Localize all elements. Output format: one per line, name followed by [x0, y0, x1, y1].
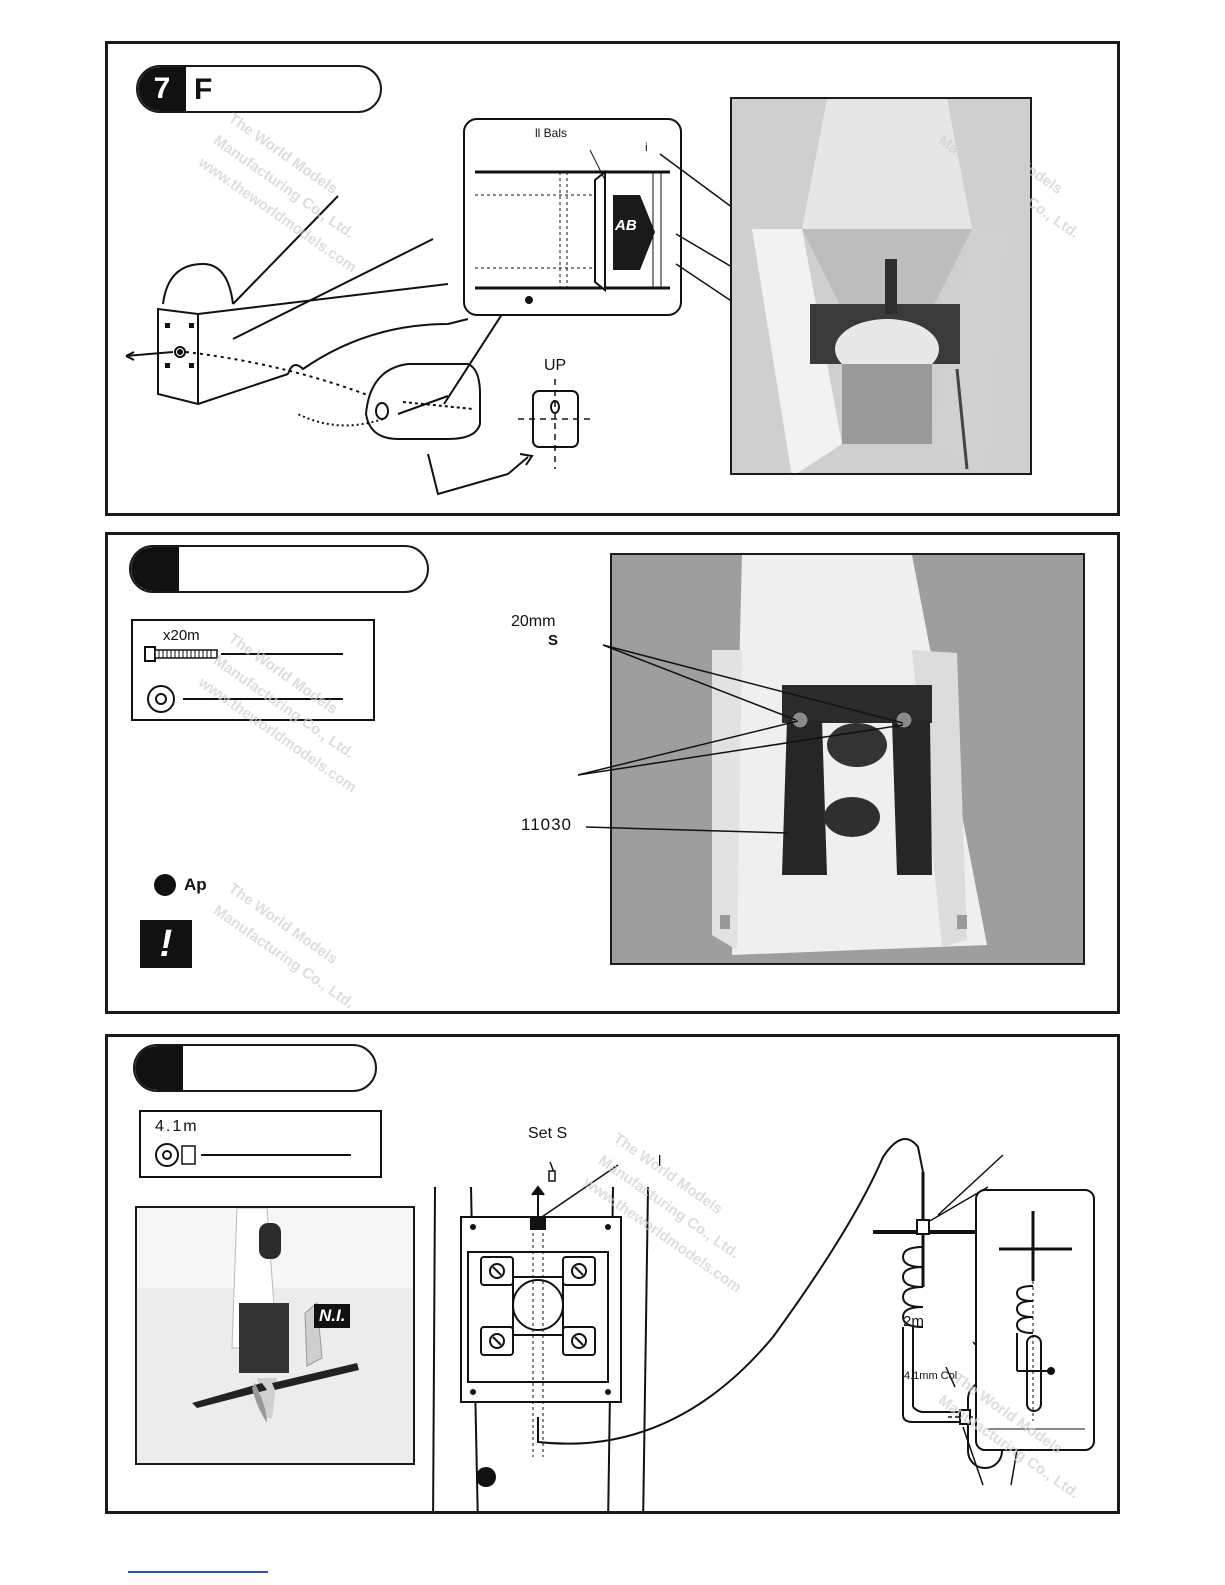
inset-label: ll Bals: [535, 126, 568, 140]
step-header: 7 F: [136, 65, 382, 113]
footer-link-underline[interactable]: [128, 1571, 268, 1573]
nose-gear-panel: 4.1m N.I. Set S l 2m 4.1mm Col: [105, 1034, 1120, 1514]
apply-dot: [154, 874, 176, 896]
collar-spec: 4.1m: [155, 1118, 199, 1135]
apply-note: Ap: [184, 875, 207, 894]
nose-gear-detail-inset: [975, 1189, 1095, 1451]
fuel-tank-inset: ll Bals i AB: [463, 118, 682, 316]
up-label: UP: [544, 357, 567, 374]
axle-2mm-label: 2m: [903, 1313, 924, 1330]
screw-type-label: S: [548, 632, 559, 649]
stopper-orientation-diagram: [518, 379, 593, 469]
collar-parts-box: 4.1m: [139, 1110, 382, 1178]
warning-icon: !: [140, 920, 192, 968]
step-number-2: [131, 547, 179, 591]
screw-icon: [144, 646, 156, 662]
tank-cross-section: [475, 149, 670, 304]
l-label: l: [658, 1153, 662, 1170]
ni-badge: N.I.: [314, 1304, 351, 1328]
screw-spec: x20m: [163, 627, 200, 644]
step-title: F: [194, 73, 213, 106]
landing-gear-leaders: [577, 644, 904, 834]
step-header-3: [133, 1044, 377, 1092]
inset-label-2: i: [645, 140, 648, 154]
warning-glyph: !: [159, 922, 173, 965]
nose-gear-mount-diagram: [432, 1161, 649, 1511]
fuselage-interior-photo: [730, 97, 1032, 475]
parts-box: x20m: [131, 619, 375, 721]
tank-badge: AB: [615, 217, 637, 234]
step-number-3: [135, 1046, 183, 1090]
step-number: 7: [138, 67, 186, 111]
landing-gear-photo: [610, 553, 1085, 965]
collar-label: 4.1mm Col: [904, 1370, 958, 1382]
screw-length-label: 20mm: [511, 613, 556, 630]
step-header-2: [129, 545, 429, 593]
set-screw-label: Set S: [528, 1125, 568, 1142]
part-number-label: 11030: [521, 815, 573, 834]
nose-gear-photo: [135, 1206, 415, 1465]
landing-gear-panel: x20m Ap ! 20mm S 11030: [105, 532, 1120, 1014]
bottom-dot: [476, 1467, 496, 1487]
step-7-panel: 7 F: [105, 41, 1120, 516]
nose-gear-wire-diagram: [537, 1138, 1050, 1486]
